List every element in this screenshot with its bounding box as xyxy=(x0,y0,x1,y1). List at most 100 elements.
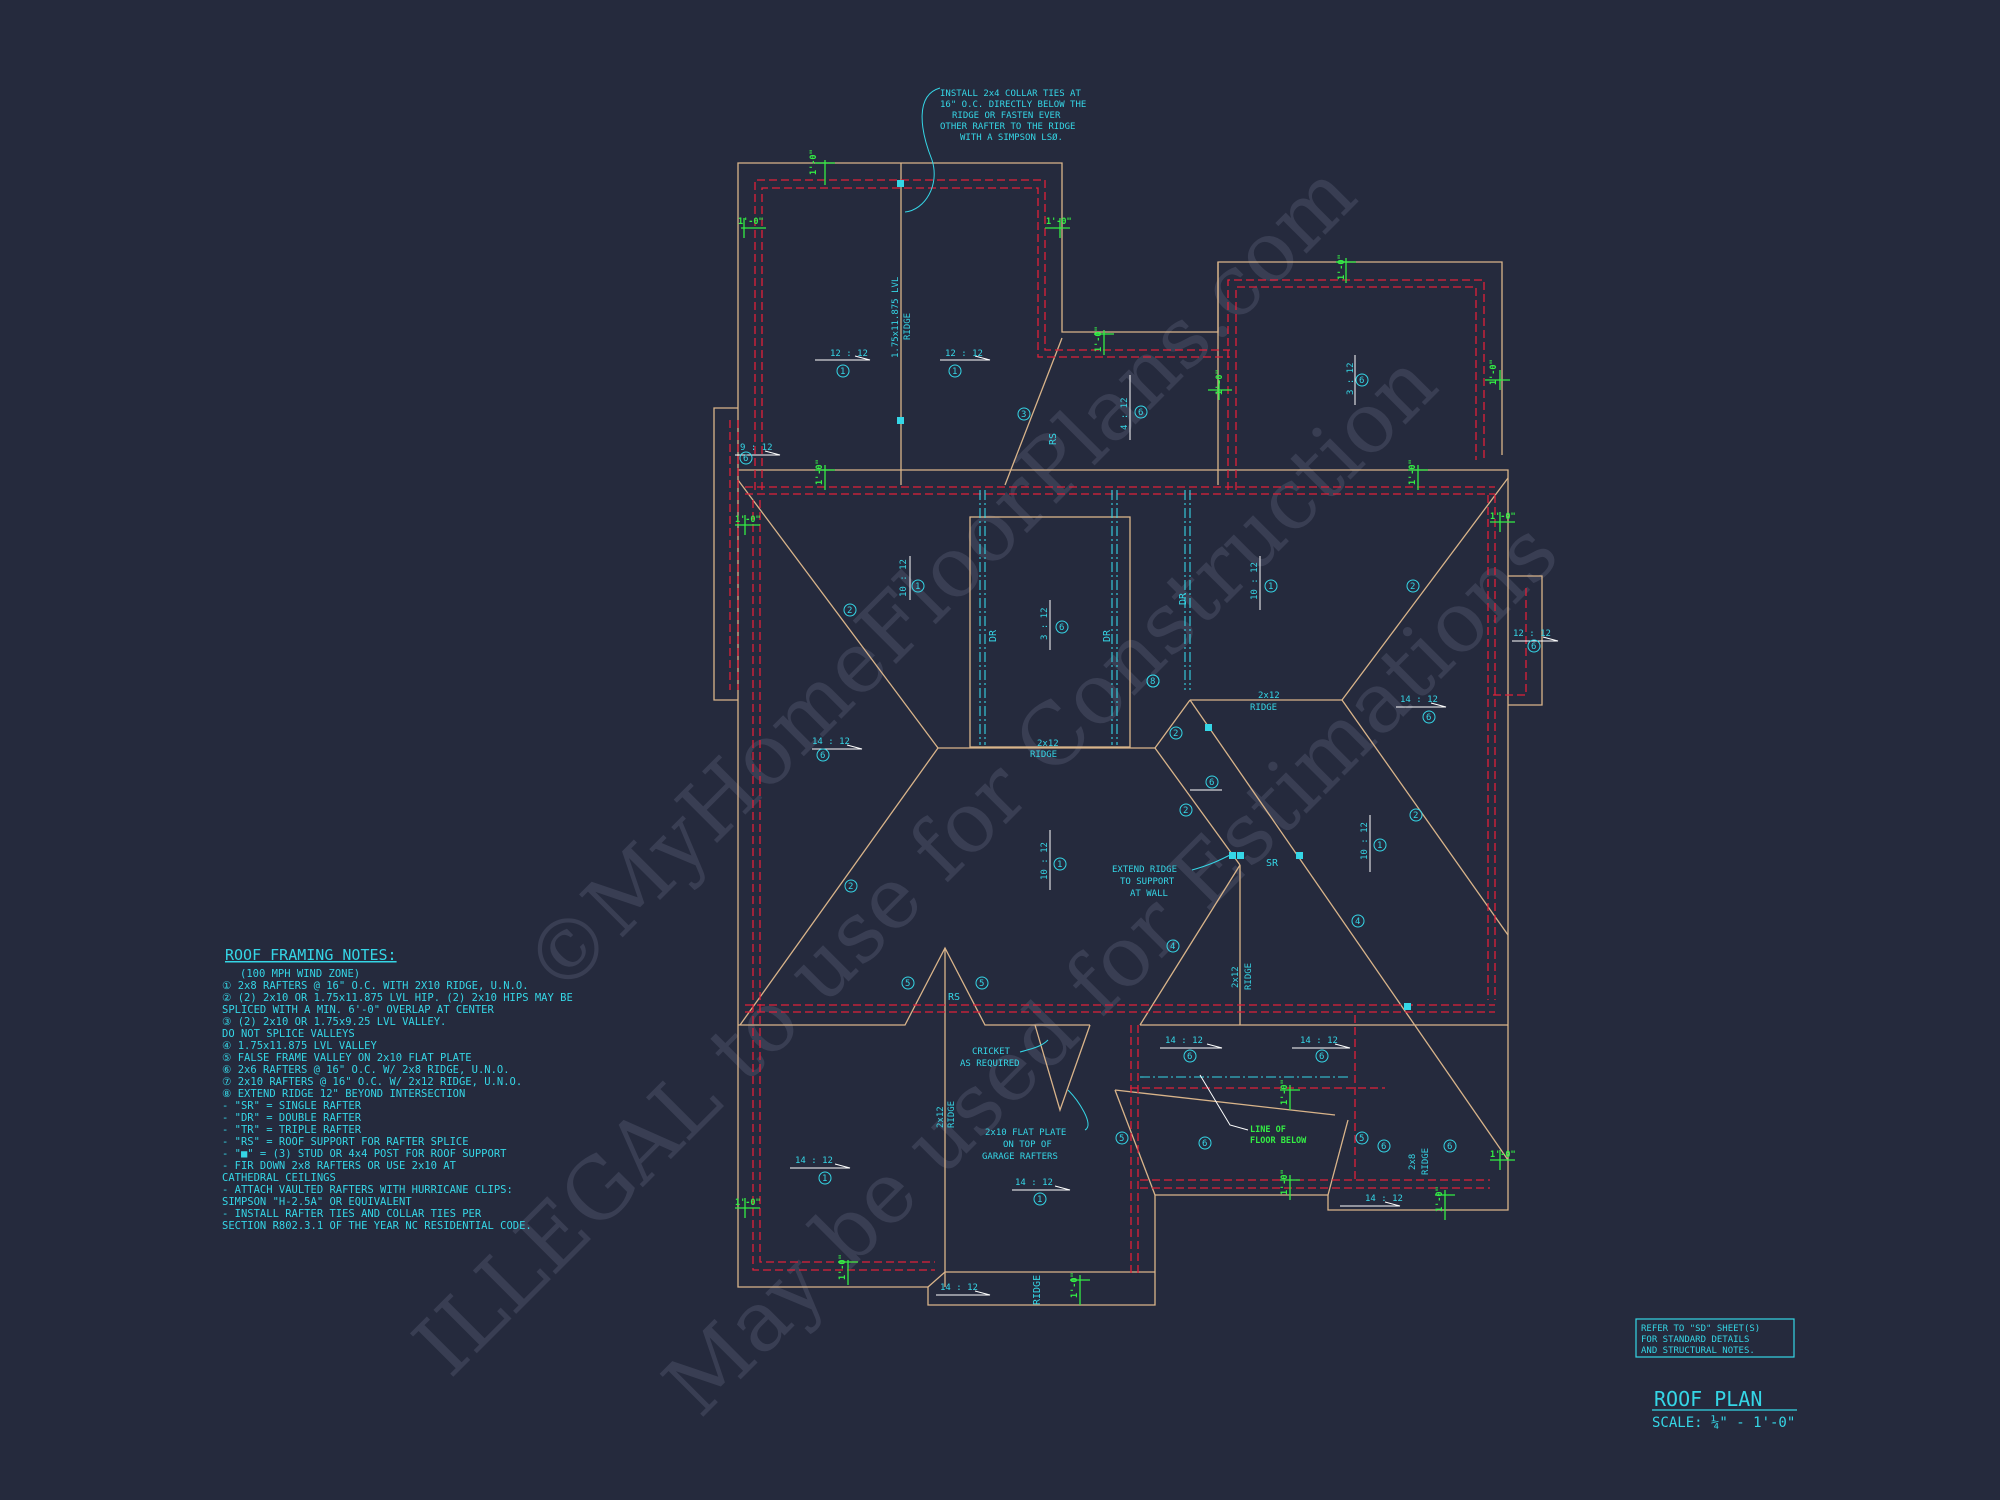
callout-number: 1 xyxy=(1268,582,1273,592)
callout-number: 8 xyxy=(1150,677,1155,687)
overhang-label: 1'-0" xyxy=(738,217,764,227)
note-line: CATHEDRAL CEILINGS xyxy=(222,1172,336,1184)
ridge-size-label: RIDGE xyxy=(947,1101,957,1128)
callout-number: 1 xyxy=(952,367,957,377)
post-markers xyxy=(897,180,1411,1010)
notes-title: ROOF FRAMING NOTES: xyxy=(225,946,397,964)
pitch-label: 12 : 12 xyxy=(945,349,983,359)
pitch-label: 14 : 12 xyxy=(1400,695,1438,705)
floor-below-line: FLOOR BELOW xyxy=(1250,1136,1307,1146)
overhang-label: 1'-0" xyxy=(1490,512,1516,522)
callout-number: 6 xyxy=(1319,1052,1324,1062)
callout-number: 4 xyxy=(1170,942,1175,952)
callout-number: 5 xyxy=(979,979,984,989)
note-line: SPLICED WITH A MIN. 6'-0" OVERLAP AT CEN… xyxy=(222,1004,495,1016)
pitch-labels: 12 : 12 12 : 12 9 : 12 10 : 12 3 : 12 10… xyxy=(740,349,1551,1293)
callout-number: 2 xyxy=(1183,806,1188,816)
ridge-label: RIDGE xyxy=(1032,1275,1043,1305)
collar-tie-leader xyxy=(904,87,941,213)
cricket-line: AS REQUIRED xyxy=(960,1059,1020,1069)
pitch-label: 10 : 12 xyxy=(1360,822,1370,860)
pitch-label: 10 : 12 xyxy=(1250,562,1260,600)
collar-tie-note-line: RIDGE OR FASTEN EVER xyxy=(952,111,1061,121)
callout-number: 6 xyxy=(1426,713,1431,723)
callout-number: 6 xyxy=(1187,1052,1192,1062)
overhang-label: 1'-0" xyxy=(1094,326,1104,352)
note-line: - INSTALL RAFTER TIES AND COLLAR TIES PE… xyxy=(222,1208,482,1220)
extend-ridge-note: EXTEND RIDGE TO SUPPORT AT WALL xyxy=(1112,854,1231,899)
callout-number: 5 xyxy=(905,979,910,989)
pitch-label: 14 : 12 xyxy=(940,1283,978,1293)
watermark-line-2: ILLEGAL to use for Construction xyxy=(395,334,1456,1395)
note-line: ③ (2) 2x10 OR 1.75x9.25 LVL VALLEY. xyxy=(222,1016,446,1028)
double-rafter-label: DR xyxy=(1178,592,1189,605)
overhang-dimension-labels: 1'-0" 1'-0" 1'-0" 1'-0" 1'-0" 1'-0" 1'-0… xyxy=(735,149,1516,1298)
wall-below-lines xyxy=(729,179,1527,1275)
callout-number: 1 xyxy=(840,367,845,377)
overhang-dimensions xyxy=(735,160,1515,1305)
callout-number: 6 xyxy=(1381,1142,1386,1152)
pitch-label: 4 : 12 xyxy=(1120,397,1130,430)
pitch-label: 14 : 12 xyxy=(1015,1178,1053,1188)
overhang-label: 1'-0" xyxy=(735,1198,761,1208)
ridge-size-label: RIDGE xyxy=(1030,750,1057,760)
refer-line: AND STRUCTURAL NOTES. xyxy=(1641,1346,1755,1356)
note-line: - "TR" = TRIPLE RAFTER xyxy=(222,1124,362,1136)
callout-number: 1 xyxy=(822,1174,827,1184)
collar-tie-note-line: WITH A SIMPSON LSØ. xyxy=(960,132,1063,143)
note-line: ⑤ FALSE FRAME VALLEY ON 2x10 FLAT PLATE xyxy=(222,1052,472,1064)
note-line: - "RS" = ROOF SUPPORT FOR RAFTER SPLICE xyxy=(222,1136,469,1148)
ridge-size-label: 2x12 xyxy=(1258,691,1280,701)
pitch-label: 12 : 12 xyxy=(830,349,868,359)
callout-number: 1 xyxy=(1057,860,1062,870)
overhang-label: 1'-0" xyxy=(1046,217,1072,227)
cricket-line: CRICKET xyxy=(972,1047,1011,1057)
page-title: ROOF PLAN xyxy=(1654,1387,1762,1411)
ridge-size-label: 2x12 xyxy=(1037,739,1059,749)
note-line: SECTION R802.3.1 OF THE YEAR NC RESIDENT… xyxy=(222,1220,532,1232)
overhang-label: 1'-0" xyxy=(809,149,819,175)
pitch-label: 3 : 12 xyxy=(1040,607,1050,640)
note-line: ④ 1.75x11.875 LVL VALLEY xyxy=(222,1040,377,1052)
collar-tie-note-line: 16" O.C. DIRECTLY BELOW THE xyxy=(940,100,1086,110)
callout-number: 6 xyxy=(1359,376,1364,386)
callout-numbers: 1 1 6 3 6 6 1 6 1 2 2 6 6 6 8 2 6 2 1 1 … xyxy=(743,367,1536,1205)
overhang-label: 1'-0" xyxy=(1489,359,1499,385)
callout-number: 2 xyxy=(1410,582,1415,592)
extend-ridge-line: AT WALL xyxy=(1130,889,1168,899)
callout-number: 6 xyxy=(1059,623,1064,633)
ridge-size-label: RIDGE xyxy=(1244,963,1254,990)
ridge-size-label: 2x12 xyxy=(936,1106,946,1128)
overhang-label: 1'-0" xyxy=(1215,369,1225,395)
note-line: (100 MPH WIND ZONE) xyxy=(240,968,360,980)
note-line: - ATTACH VAULTED RAFTERS WITH HURRICANE … xyxy=(222,1184,513,1196)
ridge-size-label: RIDGE xyxy=(1250,703,1277,713)
pitch-label: 14 : 12 xyxy=(812,737,850,747)
floor-below-line: LINE OF xyxy=(1250,1125,1286,1135)
roof-support-label: RS xyxy=(948,992,960,1003)
note-line: ⑦ 2x10 RAFTERS @ 16" O.C. W/ 2x12 RIDGE,… xyxy=(222,1076,522,1088)
collar-tie-note-line: OTHER RAFTER TO THE RIDGE xyxy=(940,122,1075,132)
callout-number: 6 xyxy=(1531,642,1536,652)
overhang-label: 1'-0" xyxy=(1408,459,1418,485)
pitch-label: 10 : 12 xyxy=(899,559,909,597)
single-rafter-label: SR xyxy=(1266,858,1279,869)
collar-tie-note: INSTALL 2x4 COLLAR TIES AT 16" O.C. DIRE… xyxy=(940,89,1086,143)
overhang-label: 1'-0" xyxy=(815,459,825,485)
callout-number: 5 xyxy=(1119,1134,1124,1144)
callout-number: 4 xyxy=(1355,917,1360,927)
extend-ridge-line: EXTEND RIDGE xyxy=(1112,865,1177,875)
callout-number: 6 xyxy=(1202,1139,1207,1149)
roof-outline xyxy=(713,162,1543,1306)
pitch-label: 12 : 12 xyxy=(1513,629,1551,639)
callout-number: 1 xyxy=(1377,841,1382,851)
ridge-label-line: 1.75x11.875 LVL xyxy=(891,277,901,358)
double-rafter-lines xyxy=(979,490,1350,1078)
note-line: - "DR" = DOUBLE RAFTER xyxy=(222,1112,362,1124)
note-line: ⑥ 2x6 RAFTERS @ 16" O.C. W/ 2x8 RIDGE, U… xyxy=(222,1064,510,1076)
callout-number: 2 xyxy=(1413,811,1418,821)
pitch-label: 14 : 12 xyxy=(1300,1036,1338,1046)
overhang-label: 1'-0" xyxy=(1337,254,1347,280)
